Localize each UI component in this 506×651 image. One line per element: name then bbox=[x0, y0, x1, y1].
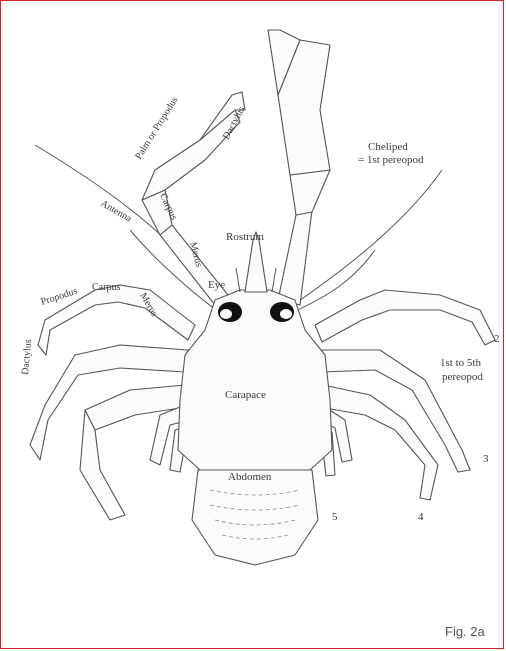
label-rostrum: Rostrum bbox=[226, 231, 264, 243]
label-first-pereopod: = 1st pereopod bbox=[358, 154, 424, 166]
right-eye-highlight bbox=[280, 309, 292, 319]
label-dactylus-left: Dactylus bbox=[20, 339, 34, 375]
label-num-3: 3 bbox=[483, 453, 489, 465]
label-first-to-fifth: 1st to 5th bbox=[440, 357, 481, 369]
label-carpus-left: Carpus bbox=[92, 282, 120, 293]
label-num-4: 4 bbox=[418, 511, 424, 523]
right-cheliped-carpus bbox=[290, 170, 330, 215]
rostrum-spine-left bbox=[236, 268, 240, 292]
left-eye-highlight bbox=[220, 309, 232, 319]
abdomen bbox=[192, 470, 318, 565]
label-carapace: Carapace bbox=[225, 389, 266, 401]
label-num-5: 5 bbox=[332, 511, 338, 523]
label-num-2: 2 bbox=[494, 333, 500, 345]
carapace bbox=[178, 290, 332, 470]
label-palm-or-propodus: Palm or Propodus bbox=[133, 95, 180, 162]
rostrum-spine-right bbox=[272, 268, 276, 292]
label-pereopod: pereopod bbox=[442, 371, 483, 383]
label-cheliped: Cheliped bbox=[368, 141, 408, 153]
right-leg-1 bbox=[315, 290, 495, 345]
label-abdomen: Abdomen bbox=[228, 471, 272, 483]
right-cheliped-merus bbox=[278, 210, 312, 305]
figure-caption: Fig. 2a bbox=[445, 624, 486, 639]
label-antenna: Antenna bbox=[99, 198, 134, 225]
label-eye: Eye bbox=[208, 279, 225, 291]
